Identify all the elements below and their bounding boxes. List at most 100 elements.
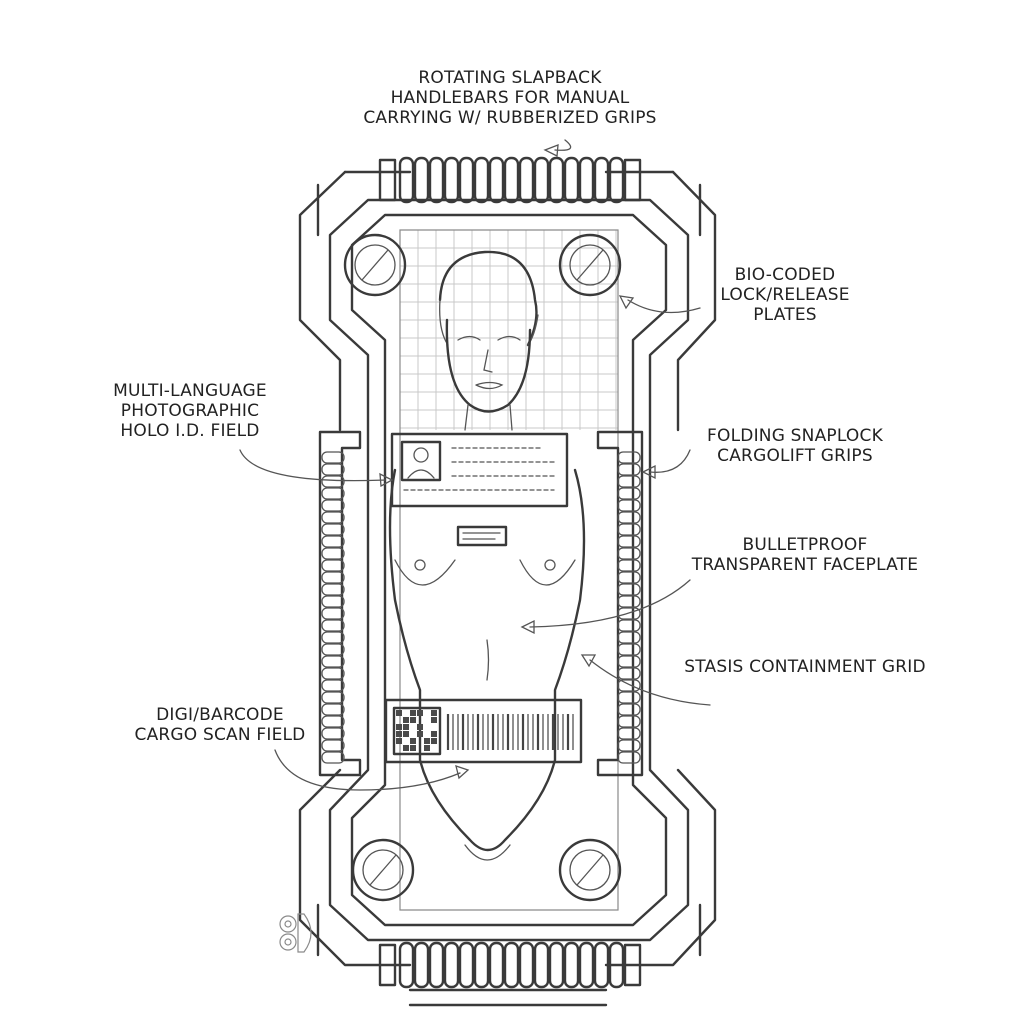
qr-cell [403,724,409,730]
grip-rib [458,941,475,989]
grip-rib [617,655,641,668]
grip-rib [321,475,345,488]
lock-release-plates [343,233,622,902]
grip-rib [548,156,565,204]
grip-rib [617,475,641,488]
label-line: LOCK/RELEASE [720,285,850,305]
grip-rib [617,607,641,620]
grip-rib [321,715,345,728]
grip-rib [321,499,345,512]
grip-rib [533,941,550,989]
grip-rib [398,156,415,204]
grip-rib [617,727,641,740]
cargolift-grip-right [596,430,644,777]
grip-rib [617,679,641,692]
grip-rib [518,156,535,204]
grip-rib [321,571,345,584]
grip-rib [617,559,641,572]
leader-arrows [239,139,711,791]
grip-rib [321,703,345,716]
grip-rib [428,941,445,989]
qr-cell [410,738,416,744]
grip-rib [617,535,641,548]
label-barcode-field: DIGI/BARCODE CARGO SCAN FIELD [110,705,330,745]
cargolift-grip-left [318,430,362,777]
grip-rib [608,156,625,204]
pod-outer-frame [298,170,717,1007]
grip-rib [617,583,641,596]
figure-sketch [388,250,586,861]
holo-id-card [390,432,569,508]
grip-rib [458,156,475,204]
grip-rib [518,941,535,989]
qr-cell [431,710,437,716]
handlebar-grip-top [378,156,642,204]
grip-rib [617,751,641,764]
grip-rib [413,941,430,989]
grip-rib [321,751,345,764]
grip-rib [473,941,490,989]
grip-rib [578,156,595,204]
qr-cell [431,731,437,737]
grip-rib [321,667,345,680]
grip-rib [617,451,641,464]
qr-cell [417,724,423,730]
grip-rib [617,739,641,752]
qr-cell [431,738,437,744]
qr-cell [424,738,430,744]
grip-rib [321,727,345,740]
grip-rib [617,463,641,476]
qr-cell [410,717,416,723]
label-line: BIO-CODED [734,265,836,285]
label-line: PHOTOGRAPHIC [120,401,260,421]
grip-rib [617,619,641,632]
grip-rib [617,499,641,512]
handlebar-grip-bottom [378,941,642,989]
grip-rib [608,941,625,989]
signature-monogram [279,913,312,953]
grip-rib [321,619,345,632]
label-line: STASIS CONTAINMENT GRID [684,657,926,677]
grip-rib [593,941,610,989]
grip-rib [321,691,345,704]
grip-rib [593,156,610,204]
grip-rib [617,643,641,656]
grip-rib [548,941,565,989]
qr-cell [417,710,423,716]
grip-rib [321,487,345,500]
grip-rib [443,156,460,204]
qr-cell [396,710,402,716]
label-faceplate: BULLETPROOF TRANSPARENT FACEPLATE [670,535,940,575]
label-line: FOLDING SNAPLOCK [707,426,883,446]
label-snaplock-grips: FOLDING SNAPLOCK CARGOLIFT GRIPS [680,426,910,466]
grip-rib [617,487,641,500]
qr-cell [403,745,409,751]
label-rotating-handlebars: ROTATING SLAPBACK HANDLEBARS FOR MANUAL … [320,68,700,128]
grip-rib [617,715,641,728]
barcode-scan-field [384,698,583,764]
grip-rib [617,703,641,716]
grip-rib [473,156,490,204]
label-line: TRANSPARENT FACEPLATE [691,555,919,575]
grip-rib [617,571,641,584]
label-line: CARGOLIFT GRIPS [717,446,873,466]
grip-rib [321,451,345,464]
label-line: CARRYING W/ RUBBERIZED GRIPS [363,108,657,128]
grip-rib [428,156,445,204]
grip-rib [321,631,345,644]
qr-cell [396,731,402,737]
grip-rib [617,511,641,524]
label-stasis-grid: STASIS CONTAINMENT GRID [660,657,950,677]
grip-rib [321,559,345,572]
grip-rib [617,595,641,608]
qr-cell [410,710,416,716]
label-line: HOLO I.D. FIELD [120,421,260,441]
grip-rib [321,523,345,536]
grip-rib [443,941,460,989]
grip-rib [563,156,580,204]
label-line: MULTI-LANGUAGE [113,381,267,401]
grip-rib [488,941,505,989]
grip-rib [321,511,345,524]
qr-cell [396,738,402,744]
stasis-containment-grid [399,229,618,430]
